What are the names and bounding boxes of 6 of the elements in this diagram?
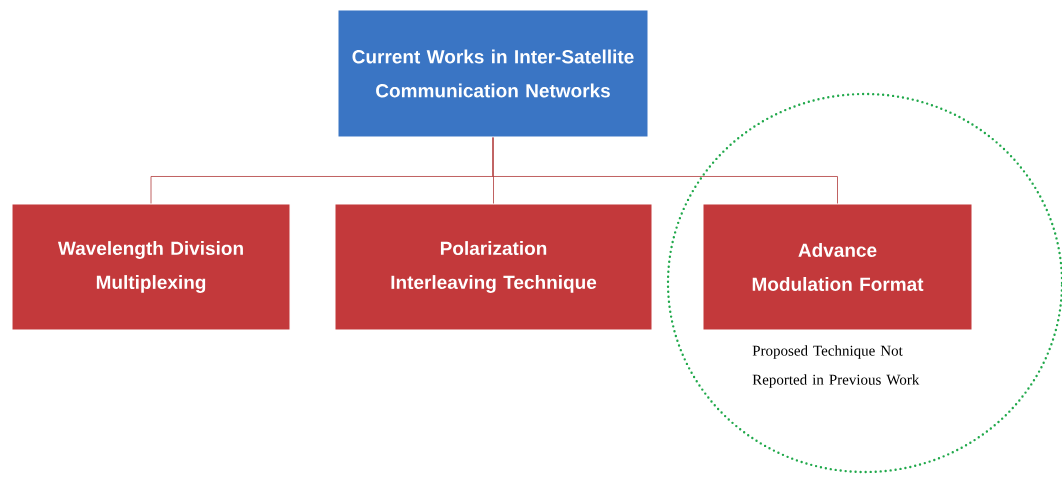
process-box: Polarization Interleaving Technique [334, 203, 653, 331]
connector-line [492, 137, 838, 204]
note-text: Proposed Technique Not Reported in Previous Work [752, 345, 920, 388]
process-box: Current Works in Inter-Satellite Communication Networks [337, 9, 649, 138]
process-box: Advance Modulation Format [702, 203, 973, 331]
process-box: Wavelength Division Multiplexing [11, 203, 291, 331]
